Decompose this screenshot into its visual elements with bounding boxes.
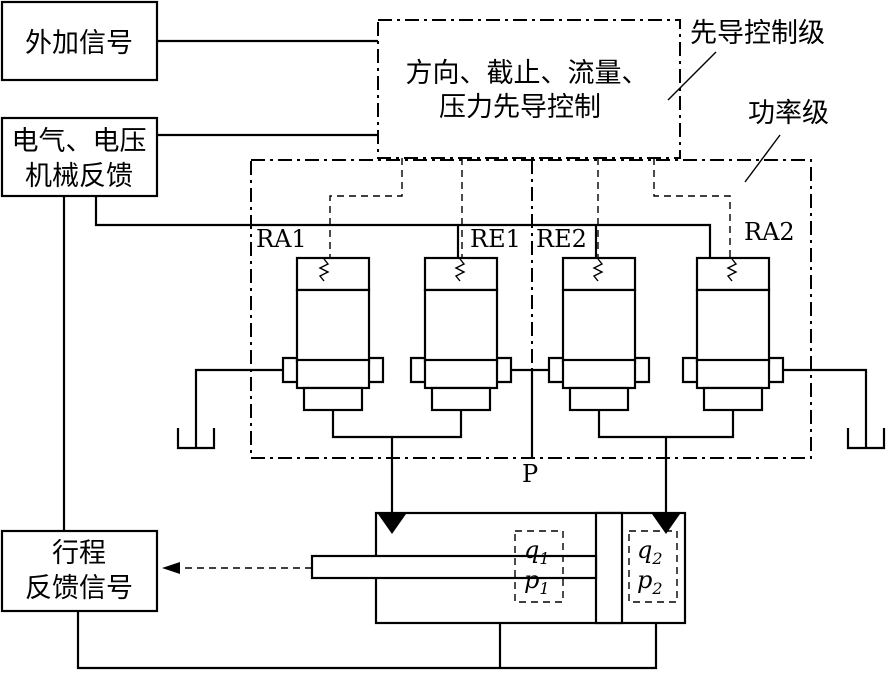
chamber-2-box bbox=[628, 530, 678, 603]
hydraulic-cylinder bbox=[310, 511, 687, 625]
external-signal-block bbox=[0, 0, 159, 82]
valve-label-ra1: RA1 bbox=[256, 225, 307, 253]
port-b-manifold bbox=[597, 410, 735, 439]
stroke-label-line1: 行程 bbox=[52, 538, 106, 569]
port-p-label: P bbox=[522, 460, 538, 488]
cartridge-valve-re2 bbox=[547, 256, 651, 412]
chamber-1-p: p1 bbox=[524, 566, 550, 598]
valve-label-re1: RE1 bbox=[470, 225, 521, 253]
valve-label-ra2: RA2 bbox=[744, 218, 795, 246]
tank-symbol-right bbox=[846, 428, 886, 450]
chamber-1-q: q1 bbox=[524, 536, 550, 568]
feedback-label-line1: 电气、电压 bbox=[12, 126, 147, 157]
feedback-block bbox=[0, 116, 159, 198]
pilot-signal-ra2 bbox=[653, 158, 731, 258]
cartridge-valve-re1 bbox=[409, 256, 513, 412]
pilot-label-line1: 方向、截止、流量、 bbox=[406, 58, 649, 89]
port-a-manifold bbox=[331, 410, 463, 439]
chamber-2-q: q2 bbox=[637, 536, 663, 568]
stroke-label-line2: 反馈信号 bbox=[25, 573, 133, 604]
stroke-feedback-block bbox=[0, 529, 159, 613]
tank-line-left bbox=[194, 368, 283, 448]
pilot-label-line2: 压力先导控制 bbox=[439, 92, 601, 123]
power-stage-callout: 功率级 bbox=[748, 98, 829, 129]
cartridge-valve-ra2 bbox=[681, 256, 785, 412]
pilot-stage-leader bbox=[667, 51, 717, 101]
feedback-bus-line bbox=[94, 196, 712, 258]
cartridge-valve-ra1 bbox=[281, 256, 385, 412]
pilot-control-block bbox=[377, 19, 681, 159]
pilot-stage-callout: 先导控制级 bbox=[690, 18, 825, 49]
feedback-label-line2: 机械反馈 bbox=[25, 161, 133, 192]
chamber-2-p: p2 bbox=[637, 566, 663, 598]
bottom-feedback-loop bbox=[76, 611, 658, 670]
chamber-1-box bbox=[514, 530, 564, 603]
pilot-signal-ra1 bbox=[329, 158, 403, 258]
stroke-signal-arrowhead bbox=[162, 562, 180, 574]
valve-label-re2: RE2 bbox=[536, 225, 587, 253]
tank-line-right bbox=[783, 368, 868, 448]
power-stage-leader bbox=[744, 134, 781, 183]
tank-symbol-left bbox=[176, 428, 216, 450]
external-signal-label: 外加信号 bbox=[25, 28, 133, 59]
